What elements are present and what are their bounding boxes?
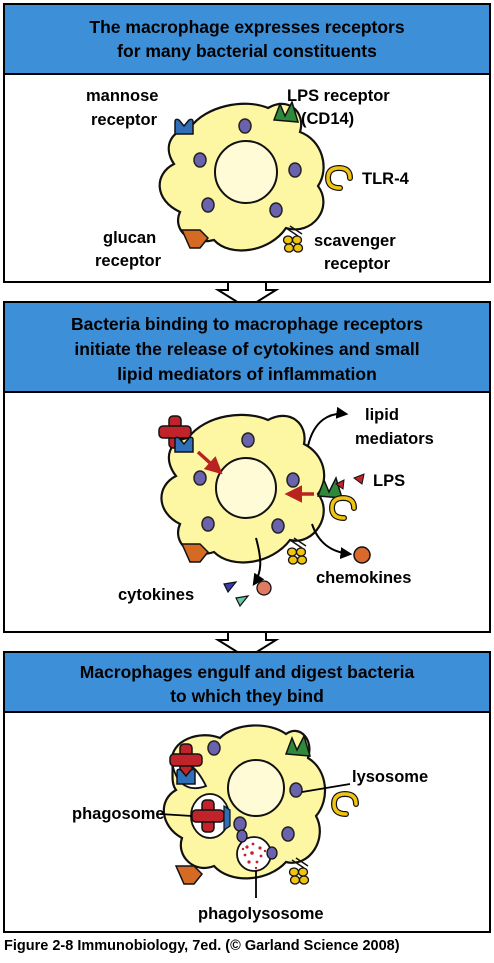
nucleus bbox=[215, 457, 277, 519]
cytokine-icon bbox=[256, 580, 272, 596]
label-scavenger-receptor: receptor bbox=[324, 255, 391, 273]
label-lps: LPS bbox=[373, 472, 405, 490]
panel-2: Bacteria binding to macrophage receptors… bbox=[3, 301, 491, 633]
granule bbox=[269, 202, 283, 218]
panel-2-header-box bbox=[3, 301, 491, 393]
nucleus bbox=[227, 759, 285, 817]
panel-1-header-line-2: for many bacterial constituents bbox=[117, 41, 377, 61]
chemokine-arrow bbox=[311, 523, 353, 560]
label-mannose: mannose bbox=[86, 87, 158, 105]
panel-3: Macrophages engulf and digest bacteria t… bbox=[3, 651, 491, 933]
panel-1-header-box bbox=[3, 3, 491, 75]
down-arrow-2 bbox=[214, 631, 280, 660]
label-phagolysosome: phagolysosome bbox=[198, 905, 324, 923]
lysosome-leader bbox=[301, 783, 351, 793]
label-cd14: (CD14) bbox=[301, 110, 354, 128]
phagosome-leader bbox=[159, 813, 193, 817]
label-chemokines: chemokines bbox=[316, 569, 411, 587]
cytokine-icon bbox=[235, 595, 250, 608]
panel-3-header-line-2: to which they bind bbox=[170, 686, 324, 706]
chemokine-icon bbox=[353, 546, 371, 564]
granule bbox=[193, 152, 207, 168]
label-lps-receptor: LPS receptor bbox=[287, 87, 390, 105]
panel-2-header-line-3: lipid mediators of inflammation bbox=[117, 364, 377, 384]
cytokine-arrow bbox=[252, 537, 265, 586]
fusing-lysosome-icon bbox=[266, 846, 278, 860]
signal-arrow-red bbox=[196, 450, 223, 475]
granule bbox=[288, 162, 302, 178]
granule bbox=[286, 472, 300, 488]
fusing-lysosome-icon bbox=[236, 829, 248, 843]
label-glucan: glucan bbox=[103, 229, 156, 247]
label-glucan-receptor: receptor bbox=[95, 252, 162, 270]
panel-3-header-line-1: Macrophages engulf and digest bacteria bbox=[80, 662, 415, 682]
figure-caption: Figure 2-8 Immunobiology, 7ed. (© Garlan… bbox=[4, 938, 400, 954]
nucleus bbox=[214, 140, 278, 204]
panel-2-header-line-1: Bacteria binding to macrophage receptors bbox=[71, 314, 423, 334]
panel-1-header-line-1: The macrophage expresses receptors bbox=[89, 17, 404, 37]
granule bbox=[201, 516, 215, 532]
down-arrow-1 bbox=[214, 281, 280, 310]
label-tlr4: TLR-4 bbox=[362, 170, 410, 188]
label-scavenger: scavenger bbox=[314, 232, 396, 250]
granule bbox=[281, 826, 295, 842]
panel-2-header-line-2: initiate the release of cytokines and sm… bbox=[74, 339, 419, 359]
granule bbox=[207, 740, 221, 756]
label-lysosome: lysosome bbox=[352, 768, 428, 786]
granule bbox=[201, 197, 215, 213]
label-lipid: lipid bbox=[365, 406, 399, 424]
granule bbox=[233, 816, 247, 832]
label-cytokines: cytokines bbox=[118, 586, 194, 604]
label-phagosome: phagosome bbox=[72, 805, 165, 823]
granule bbox=[193, 470, 207, 486]
granule bbox=[289, 782, 303, 798]
panel-3-header-box bbox=[3, 651, 491, 713]
lipid-mediator-arrow bbox=[307, 406, 349, 447]
granule bbox=[241, 432, 255, 448]
lps-particle-icon bbox=[335, 479, 345, 490]
granule bbox=[271, 518, 285, 534]
label-mannose-receptor: receptor bbox=[91, 111, 158, 129]
lps-particle-icon bbox=[352, 473, 365, 485]
digested-bacteria-dots bbox=[241, 842, 267, 870]
label-mediators: mediators bbox=[355, 430, 434, 448]
granule bbox=[238, 118, 252, 134]
cytokine-icon bbox=[223, 581, 238, 594]
panel-1: The macrophage expresses receptors for m… bbox=[3, 3, 491, 283]
phagosome-receptor bbox=[223, 804, 231, 832]
